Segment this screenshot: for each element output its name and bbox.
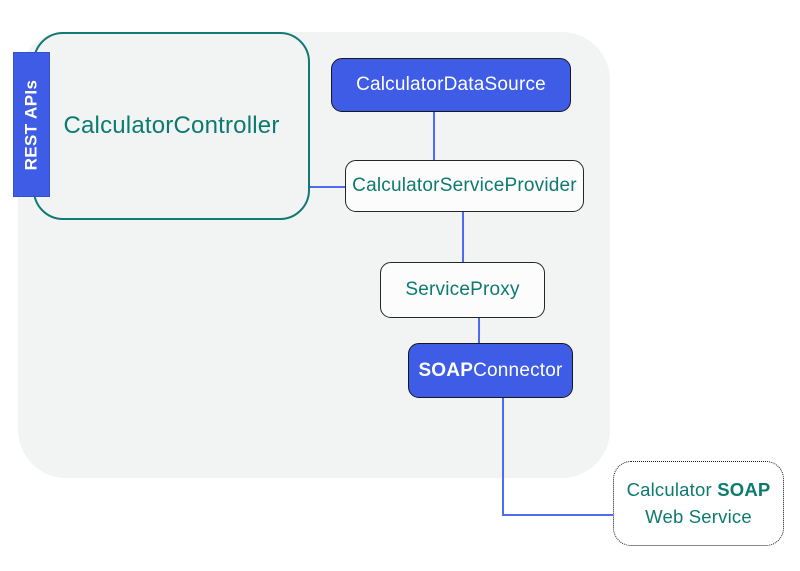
node-calculator-controller: CalculatorController <box>33 32 310 220</box>
edge-serviceprovider-to-serviceproxy <box>462 212 464 262</box>
edge-controller-to-serviceprovider <box>310 186 345 188</box>
node-calculator-service-provider-label: CalculatorServiceProvider <box>352 175 577 196</box>
node-calculator-service-provider: CalculatorServiceProvider <box>345 160 584 212</box>
soap-connector-label-bold-part: SOAP <box>418 359 474 381</box>
edge-serviceproxy-to-soapconnector <box>478 318 480 343</box>
node-service-proxy: ServiceProxy <box>380 262 545 318</box>
edge-soapconnector-to-webservice-horizontal <box>502 514 613 516</box>
rest-apis-tab: REST APIs <box>13 52 50 197</box>
webservice-label-line1-bold: SOAP <box>717 478 771 500</box>
soap-connector-label-rest-part: Connector <box>473 359 563 381</box>
node-calculator-data-source: CalculatorDataSource <box>331 58 571 112</box>
rest-apis-label: REST APIs <box>21 79 41 170</box>
node-soap-connector-label: SOAPConnector <box>418 360 562 382</box>
node-calculator-soap-web-service: Calculator SOAP Web Service <box>613 461 784 546</box>
edge-soapconnector-to-webservice-vertical <box>502 397 504 516</box>
edge-datasource-to-serviceprovider <box>433 112 435 160</box>
node-calculator-controller-label: CalculatorController <box>63 112 280 139</box>
webservice-label-line1-prefix: Calculator <box>626 478 718 500</box>
node-calculator-data-source-label: CalculatorDataSource <box>356 74 546 95</box>
webservice-label-line2: Web Service <box>645 505 752 527</box>
node-soap-connector: SOAPConnector <box>408 343 573 398</box>
node-service-proxy-label: ServiceProxy <box>405 279 520 300</box>
node-calculator-soap-web-service-label: Calculator SOAP Web Service <box>627 477 771 531</box>
